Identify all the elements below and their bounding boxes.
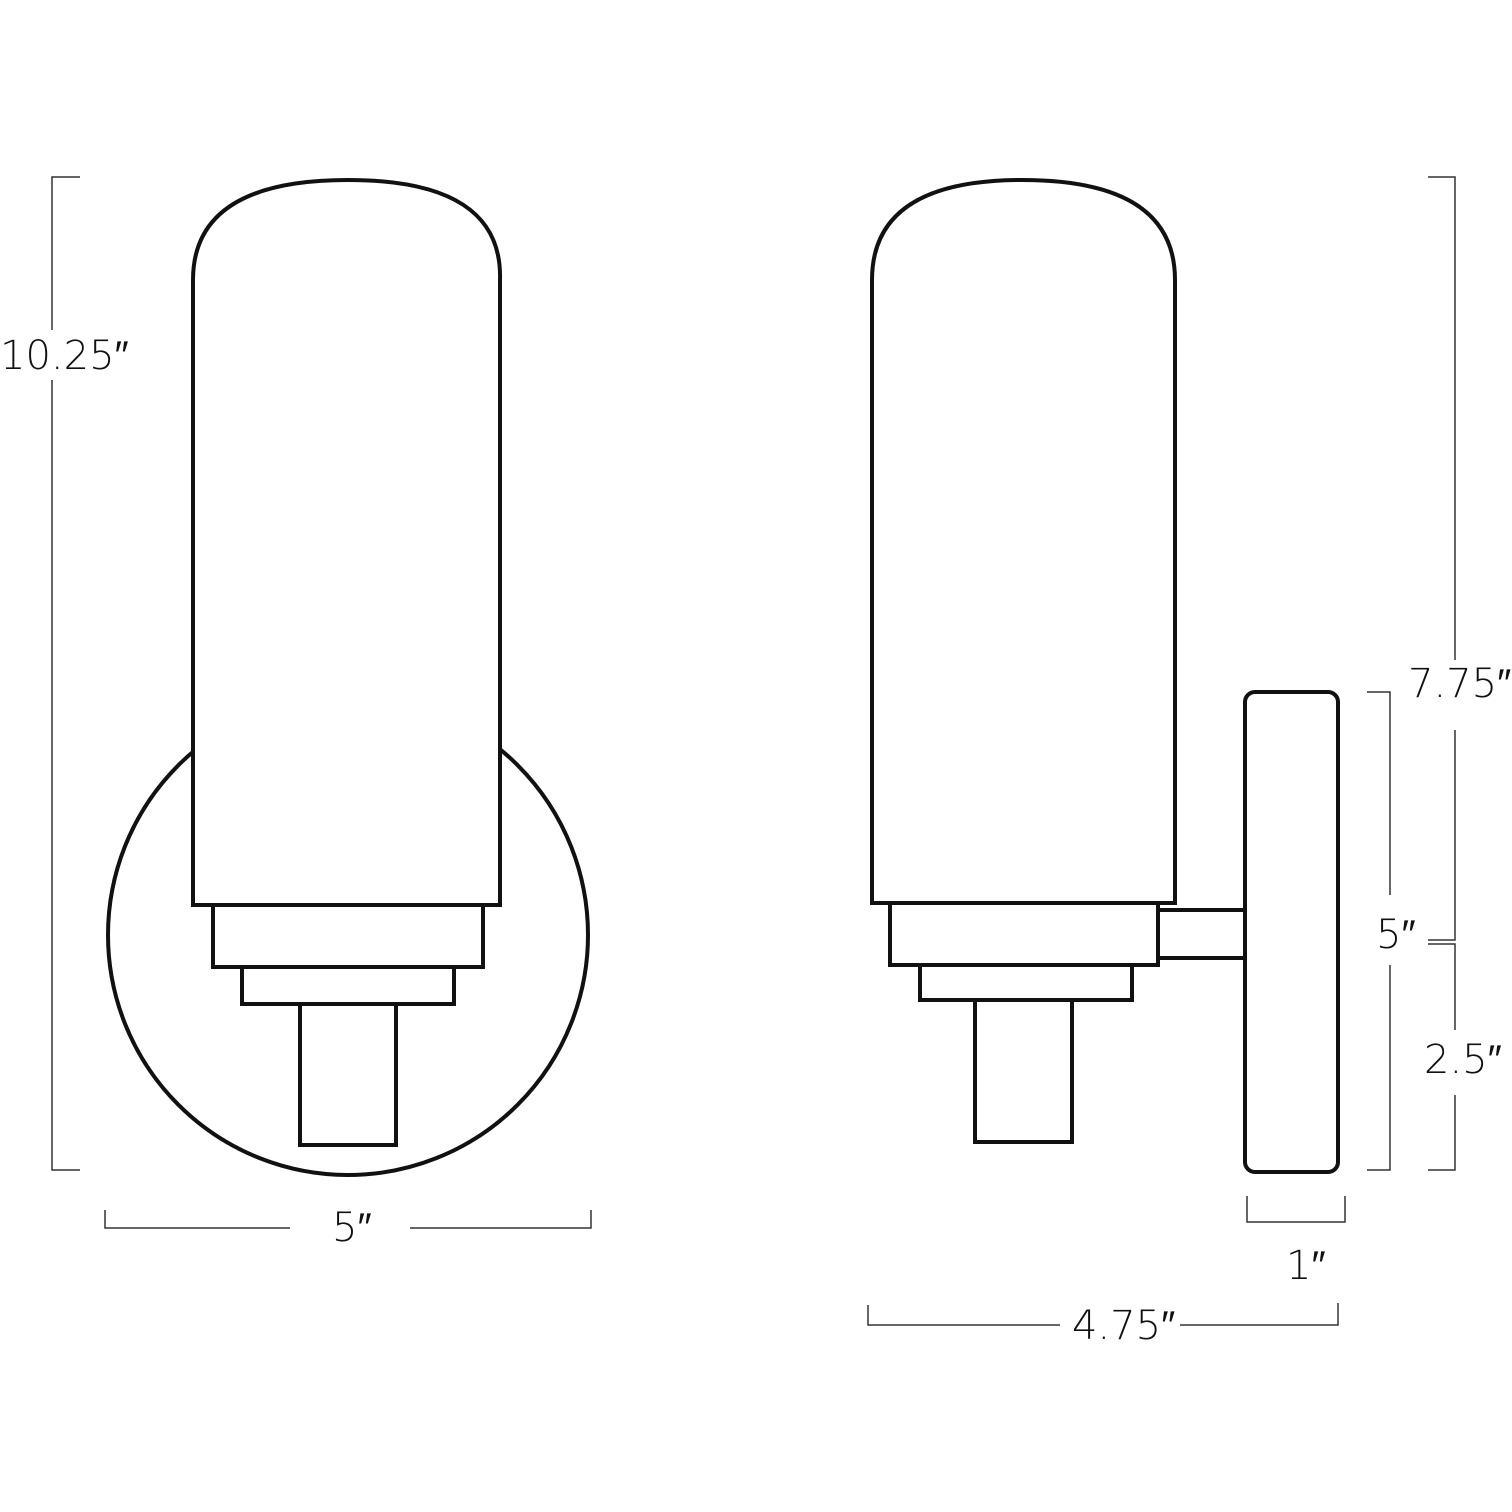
- side-collar-1: [888, 901, 1160, 967]
- side-depth-label: 1″: [1286, 1243, 1326, 1289]
- front-stem: [298, 1002, 398, 1147]
- side-overall-height-label: 7.75″: [1408, 661, 1512, 707]
- front-width-label: 5″: [332, 1205, 372, 1251]
- front-height-label: 10.25″: [0, 333, 129, 379]
- front-glass-shade: [191, 177, 503, 907]
- side-arm-height-label: 2.5″: [1424, 1037, 1502, 1083]
- side-arm: [1156, 908, 1248, 960]
- side-stem: [973, 998, 1074, 1144]
- front-collar-2: [240, 965, 456, 1006]
- side-collar-2: [918, 963, 1134, 1002]
- side-glass-shade: [870, 177, 1177, 905]
- side-dimension-lines: [867, 176, 1456, 1326]
- front-dimension-lines: [51, 176, 592, 1229]
- side-view: [870, 177, 1340, 1174]
- front-view: [106, 177, 590, 1177]
- side-extension-label: 4.75″: [1072, 1303, 1176, 1349]
- side-backplate: [1243, 690, 1340, 1174]
- front-collar-1: [211, 903, 485, 969]
- side-backplate-height-label: 5″: [1376, 912, 1416, 958]
